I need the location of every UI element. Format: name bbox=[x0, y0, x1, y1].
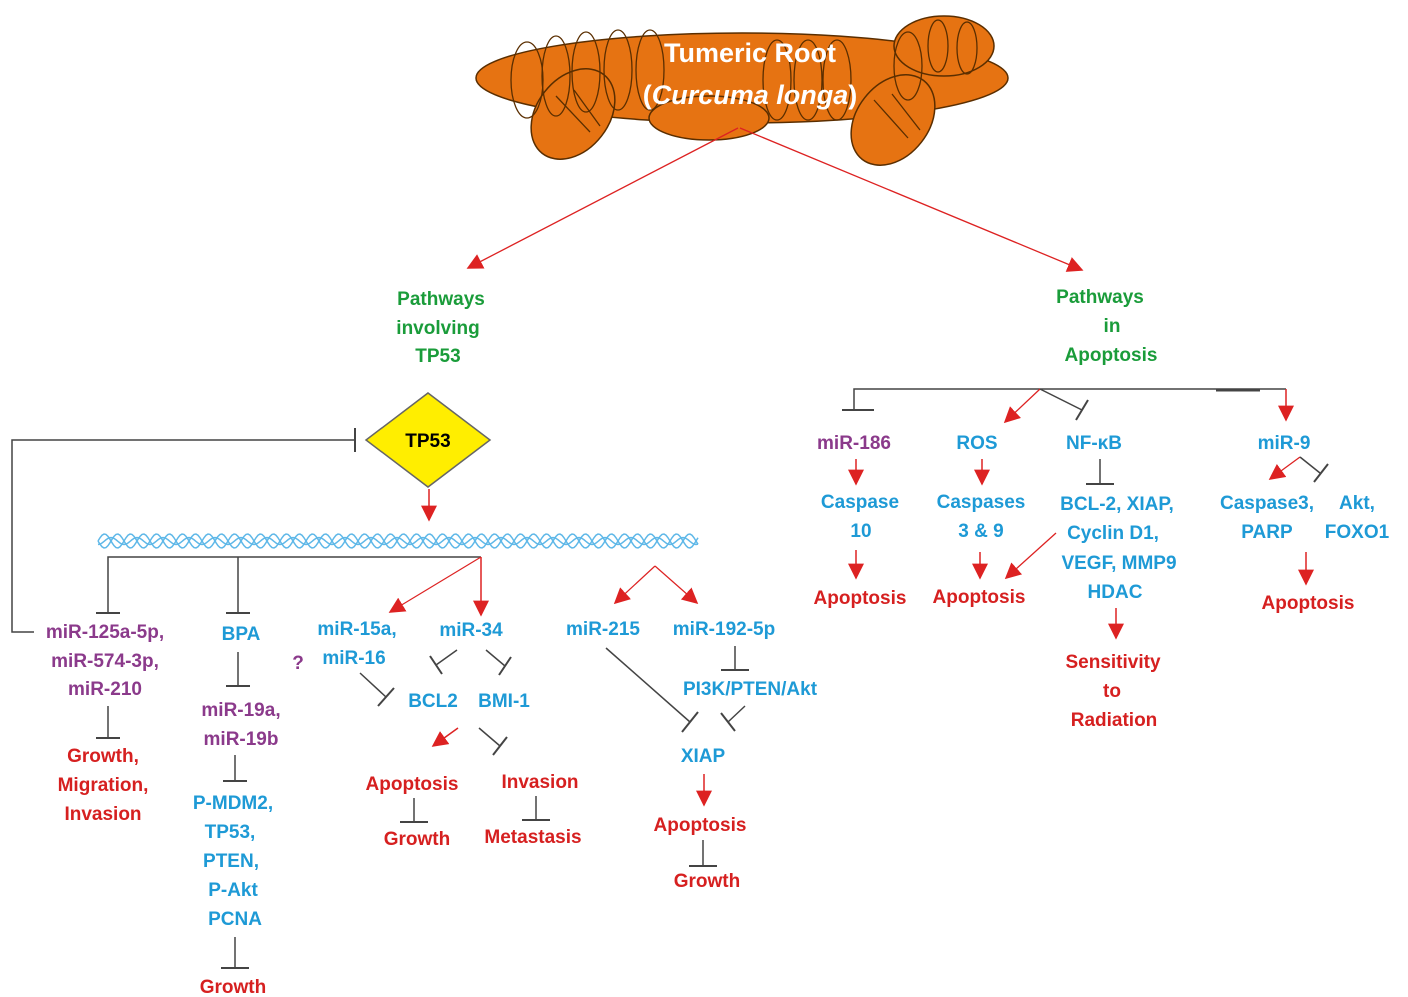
col1-outcome-line1: Growth, bbox=[67, 746, 139, 767]
apop-col1-target-line2: 10 bbox=[850, 521, 871, 542]
col4-mir192: miR-192-5p bbox=[673, 619, 775, 640]
arrow-bcl2-to-apoptosis bbox=[1004, 532, 1057, 580]
col2-target-line5: PCNA bbox=[208, 909, 262, 930]
inhibit-bar-mir215-xiap bbox=[681, 711, 699, 733]
col2-bpa: BPA bbox=[222, 624, 261, 645]
col2-mir-line2: miR-19b bbox=[204, 729, 279, 750]
col3-invasion: Invasion bbox=[501, 772, 578, 793]
apop-col3-target-line1: BCL-2, XIAP, bbox=[1060, 494, 1174, 515]
col4-xiap: XIAP bbox=[681, 746, 726, 767]
apop-col3-target-line2: Cyclin D1, bbox=[1067, 523, 1159, 544]
arrow-root-to-apoptosis-branch bbox=[739, 127, 1084, 272]
apop-col2-ros: ROS bbox=[956, 433, 997, 454]
apop-col2-target-line1: Caspases bbox=[937, 492, 1026, 513]
apop-col2-outcome: Apoptosis bbox=[933, 587, 1026, 608]
inhibit-bar-pi3k-xiap bbox=[720, 712, 736, 732]
apop-col2-target-line2: 3 & 9 bbox=[958, 521, 1003, 542]
apop-col3-outcome-line2: to bbox=[1103, 681, 1121, 702]
apop-col1-mir: miR-186 bbox=[817, 433, 891, 454]
inhibit-bar-nfkb bbox=[1075, 399, 1089, 421]
dna-helix bbox=[97, 533, 699, 549]
col2-target-line2: TP53, bbox=[205, 822, 256, 843]
apop-col3-nfkb: NF-κB bbox=[1066, 433, 1122, 454]
root-species: (Curcuma longa) bbox=[643, 80, 858, 110]
tp53-diamond bbox=[364, 392, 492, 488]
col1-outcome-line2: Migration, bbox=[58, 775, 149, 796]
apop-col3-outcome-line3: Radiation bbox=[1071, 710, 1158, 731]
apop-col4-target-a-line1: Caspase3, bbox=[1220, 493, 1314, 514]
col2-target-line4: P-Akt bbox=[208, 880, 258, 901]
col3-bcl2: BCL2 bbox=[408, 691, 458, 712]
root-species-name: Curcuma longa bbox=[652, 80, 849, 110]
inhibit-bar-bmi1-invasion bbox=[492, 736, 508, 756]
col4-pi3k: PI3K/PTEN/Akt bbox=[683, 679, 818, 700]
col4-growth: Growth bbox=[674, 871, 741, 892]
tp53-heading-line2: involving bbox=[396, 318, 479, 339]
tp53-branch: Pathways involving TP53 TP53 miR-125a-5p… bbox=[11, 289, 818, 997]
apoptosis-heading-line2: in bbox=[1104, 316, 1121, 337]
col3-metastasis: Metastasis bbox=[484, 827, 581, 848]
col3-mir15a: miR-15a, bbox=[317, 619, 396, 640]
inhibit-bar-mir15-bcl2 bbox=[377, 687, 395, 707]
col4-mir215: miR-215 bbox=[566, 619, 640, 640]
inhibit-bar-mir9-akt bbox=[1313, 463, 1329, 483]
inhibit-bar-mir34-bcl2 bbox=[429, 655, 443, 675]
feedback-inhibition-line bbox=[11, 439, 355, 633]
apoptosis-heading-line3: Apoptosis bbox=[1065, 345, 1158, 366]
col3-apoptosis: Apoptosis bbox=[366, 774, 459, 795]
arrow-to-mir192 bbox=[654, 565, 699, 605]
tp53-heading-line1: Pathways bbox=[397, 289, 485, 310]
col3-bmi1: BMI-1 bbox=[478, 691, 530, 712]
col1-outcome-line3: Invasion bbox=[64, 804, 141, 825]
apop-col4-mir9: miR-9 bbox=[1258, 433, 1311, 454]
tp53-heading-line3: TP53 bbox=[415, 346, 460, 367]
arrow-bcl2-apoptosis bbox=[431, 727, 459, 747]
arrow-root-to-tp53-branch bbox=[466, 127, 739, 269]
apoptosis-bracket bbox=[853, 388, 1286, 410]
col4-apoptosis: Apoptosis bbox=[654, 815, 747, 836]
col2-outcome: Growth bbox=[200, 977, 267, 997]
apop-col4-outcome: Apoptosis bbox=[1262, 593, 1355, 614]
col1-mir-line3: miR-210 bbox=[68, 679, 142, 700]
arrow-mir9-caspase3 bbox=[1268, 456, 1301, 480]
inhibit-bar-mir34-bmi1 bbox=[498, 656, 512, 676]
arrow-to-ros bbox=[1003, 388, 1041, 424]
col2-mir-line1: miR-19a, bbox=[201, 700, 280, 721]
col3-mir16: miR-16 bbox=[322, 648, 385, 669]
dna-bracket bbox=[107, 556, 481, 577]
col3-mir34: miR-34 bbox=[439, 620, 503, 641]
turmeric-root-illustration bbox=[475, 15, 1009, 166]
apop-col4-target-b-line1: Akt, bbox=[1339, 493, 1375, 514]
apoptosis-branch: Pathways in Apoptosis miR-186 Caspase 10… bbox=[814, 287, 1390, 731]
tp53-node-label: TP53 bbox=[405, 431, 450, 452]
root-knob-right bbox=[893, 15, 995, 77]
col1-mir-line2: miR-574-3p, bbox=[51, 651, 159, 672]
apop-col3-outcome-line1: Sensitivity bbox=[1065, 652, 1160, 673]
apop-col1-target-line1: Caspase bbox=[821, 492, 899, 513]
arrow-to-mir215 bbox=[613, 565, 656, 605]
arrow-to-mir15a bbox=[388, 556, 482, 613]
apop-col4-target-b-line2: FOXO1 bbox=[1325, 522, 1390, 543]
col2-target-line1: P-MDM2, bbox=[193, 793, 273, 814]
apop-col1-outcome: Apoptosis bbox=[814, 588, 907, 609]
root-underside bbox=[648, 95, 770, 141]
apop-col4-target-a-line2: PARP bbox=[1241, 522, 1293, 543]
col2-question: ? bbox=[292, 653, 304, 674]
col3-growth: Growth bbox=[384, 829, 451, 850]
apop-col3-target-line4: HDAC bbox=[1088, 582, 1143, 603]
root-title: Tumeric Root bbox=[664, 38, 836, 68]
apoptosis-heading-line1: Pathways bbox=[1056, 287, 1144, 308]
col1-mir-line1: miR-125a-5p, bbox=[46, 622, 164, 643]
col2-target-line3: PTEN, bbox=[203, 851, 259, 872]
apop-col3-target-line3: VEGF, MMP9 bbox=[1061, 553, 1176, 574]
